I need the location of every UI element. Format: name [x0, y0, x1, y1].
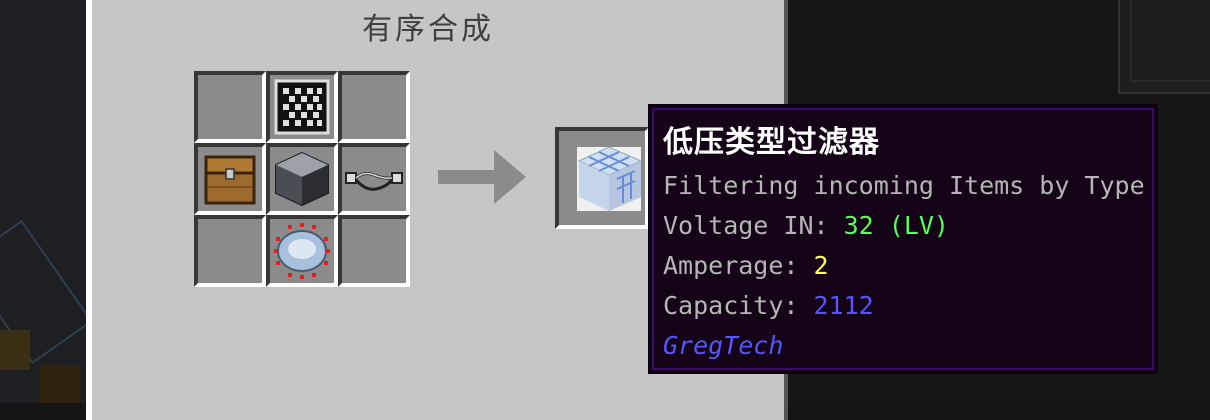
grid-slot-3[interactable]: [338, 71, 410, 143]
crafting-arrow-icon: [438, 150, 526, 204]
voltage-label: Voltage IN:: [663, 211, 844, 240]
capacity-value: 2112: [813, 291, 874, 320]
grid-slot-6[interactable]: [338, 143, 410, 215]
grid-slot-7[interactable]: [194, 215, 266, 287]
tooltip-mod-name: GregTech: [663, 331, 784, 360]
grid-slot-8[interactable]: [266, 215, 338, 287]
grid-slot-4[interactable]: [194, 143, 266, 215]
window-title: 有序合成: [362, 12, 494, 47]
grid-slot-5[interactable]: [266, 143, 338, 215]
voltage-value: 32 (LV): [843, 211, 949, 240]
machine-hull-icon: [275, 151, 329, 207]
capacity-label: Capacity:: [663, 291, 814, 320]
amperage-value: 2: [813, 251, 829, 280]
circuit-icon: [274, 223, 330, 279]
grid-slot-9[interactable]: [338, 215, 410, 287]
grid-slot-2[interactable]: [266, 71, 338, 143]
tooltip-description: Filtering incoming Items by Type: [663, 171, 1145, 200]
amperage-label: Amperage:: [663, 251, 814, 280]
tooltip-title: 低压类型过滤器: [663, 125, 880, 160]
background-machine-panel: [1118, 0, 1210, 94]
tooltip-voltage: Voltage IN: 32 (LV): [663, 211, 949, 240]
item-filter-icon: [274, 79, 330, 135]
tooltip-capacity: Capacity: 2112: [663, 291, 874, 320]
cable-icon: [345, 172, 403, 191]
world-background-left: [0, 0, 86, 403]
output-slot[interactable]: [555, 127, 649, 229]
type-filter-icon: [577, 146, 643, 211]
chest-icon: [204, 155, 256, 205]
tooltip-amperage: Amperage: 2: [663, 251, 829, 280]
grid-slot-1[interactable]: [194, 71, 266, 143]
item-tooltip: 低压类型过滤器 Filtering incoming Items by Type…: [648, 104, 1158, 374]
